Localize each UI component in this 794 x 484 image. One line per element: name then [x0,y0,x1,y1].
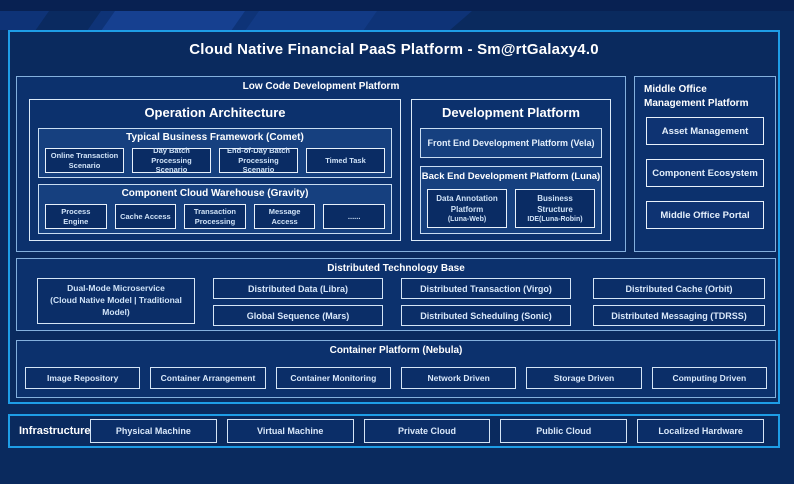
distributed-cache-box: Distributed Cache (Orbit) [593,278,765,299]
middle-office-title: Middle Office Management Platform [644,84,749,109]
container-platform-items-row: Image Repository Container Arrangement C… [25,367,767,389]
low-code-section-title: Low Code Development Platform [242,81,400,92]
private-cloud-box: Private Cloud [363,419,491,443]
middle-office-management-platform-section: Middle Office Management Platform Asset … [634,76,776,252]
distributed-messaging-box: Distributed Messaging (TDRSS) [593,305,765,326]
back-end-development-platform-box: Back End Development Platform (Luna) Dat… [420,166,602,234]
middle-office-portal-box: Middle Office Portal [646,201,764,229]
gravity-item: ...... [323,204,385,229]
development-platform-title: Development Platform [442,105,580,120]
diagonal-band-decoration [0,11,472,30]
luna-item-name: Business Structure [537,193,573,214]
luna-item-sub: (Luna-Web) [447,216,487,224]
distributed-title: Distributed Technology Base [327,263,465,274]
business-structure-ide-box: Business Structure IDE(Luna-Robin) [515,189,595,228]
global-sequence-box: Global Sequence (Mars) [213,305,383,326]
dual-mode-microservice-box: Dual-Mode Microservice (Cloud Native Mod… [37,278,195,324]
top-strip-decoration [0,0,794,11]
container-arrangement-box: Container Arrangement [150,367,266,389]
comet-items-row: Online Transaction Scenario Day Batch Pr… [45,146,385,174]
image-repository-box: Image Repository [25,367,141,389]
container-monitoring-box: Container Monitoring [275,367,391,389]
asset-management-box: Asset Management [646,117,764,145]
data-annotation-platform-box: Data Annotation Platform (Luna-Web) [427,189,507,228]
diagonal-shape [242,11,380,30]
gravity-items-row: Process Engine Cache Access Transaction … [45,204,385,229]
container-platform-section: Container Platform (Nebula) Image Reposi… [16,340,776,398]
platform-frame: Cloud Native Financial PaaS Platform - S… [8,30,780,404]
gravity-item: Cache Access [114,204,177,229]
luna-item-sub: IDE(Luna-Robin) [527,216,583,224]
gravity-item: Transaction Processing [184,204,246,229]
diagonal-shape [98,11,248,30]
typical-business-framework-box: Typical Business Framework (Comet) Onlin… [38,128,392,178]
front-end-development-platform-box: Front End Development Platform (Vela) [420,128,602,158]
distributed-scheduling-box: Distributed Scheduling (Sonic) [401,305,571,326]
container-platform-title: Container Platform (Nebula) [329,345,463,356]
distributed-data-box: Distributed Data (Libra) [213,278,383,299]
luna-item-name: Data Annotation Platform [436,193,498,214]
public-cloud-box: Public Cloud [500,419,628,443]
gravity-item: Process Engine [45,204,107,229]
comet-item: Day Batch Processing Scenario [132,146,211,174]
distributed-technology-base-section: Distributed Technology Base Dual-Mode Mi… [16,258,776,331]
comet-title: Typical Business Framework (Comet) [126,132,304,143]
physical-machine-box: Physical Machine [90,419,217,443]
comet-item: Timed Task [306,148,385,173]
component-ecosystem-box: Component Ecosystem [646,159,764,187]
computing-driven-box: Computing Driven [651,367,767,389]
localized-hardware-box: Localized Hardware [637,419,764,443]
luna-title: Back End Development Platform (Luna) [421,171,601,182]
dual-mode-line2: (Cloud Native Model | Traditional Model) [50,295,182,317]
infrastructure-title: Infrastructure [19,425,91,437]
operation-architecture-panel: Operation Architecture Typical Business … [29,99,401,241]
page-title: Cloud Native Financial PaaS Platform - S… [189,41,599,58]
low-code-development-platform-section: Low Code Development Platform Operation … [16,76,626,252]
operation-architecture-title: Operation Architecture [144,105,286,120]
gravity-title: Component Cloud Warehouse (Gravity) [121,188,309,199]
network-driven-box: Network Driven [400,367,517,389]
dual-mode-line1: Dual-Mode Microservice [67,283,165,294]
diagonal-shape [32,11,104,30]
distributed-transaction-box: Distributed Transaction (Virgo) [401,278,571,299]
virtual-machine-box: Virtual Machine [226,419,354,443]
component-cloud-warehouse-box: Component Cloud Warehouse (Gravity) Proc… [38,184,392,234]
storage-driven-box: Storage Driven [526,367,642,389]
gravity-item: Message Access [253,204,316,229]
comet-item: End-of-Day Batch Processing Scenario [219,146,298,174]
infrastructure-items-row: Physical Machine Virtual Machine Private… [90,419,764,443]
luna-items-row: Data Annotation Platform (Luna-Web) Busi… [427,189,595,228]
comet-item: Online Transaction Scenario [45,148,124,173]
infrastructure-section: Infrastructure Physical Machine Virtual … [8,414,780,448]
development-platform-panel: Development Platform Front End Developme… [411,99,611,241]
